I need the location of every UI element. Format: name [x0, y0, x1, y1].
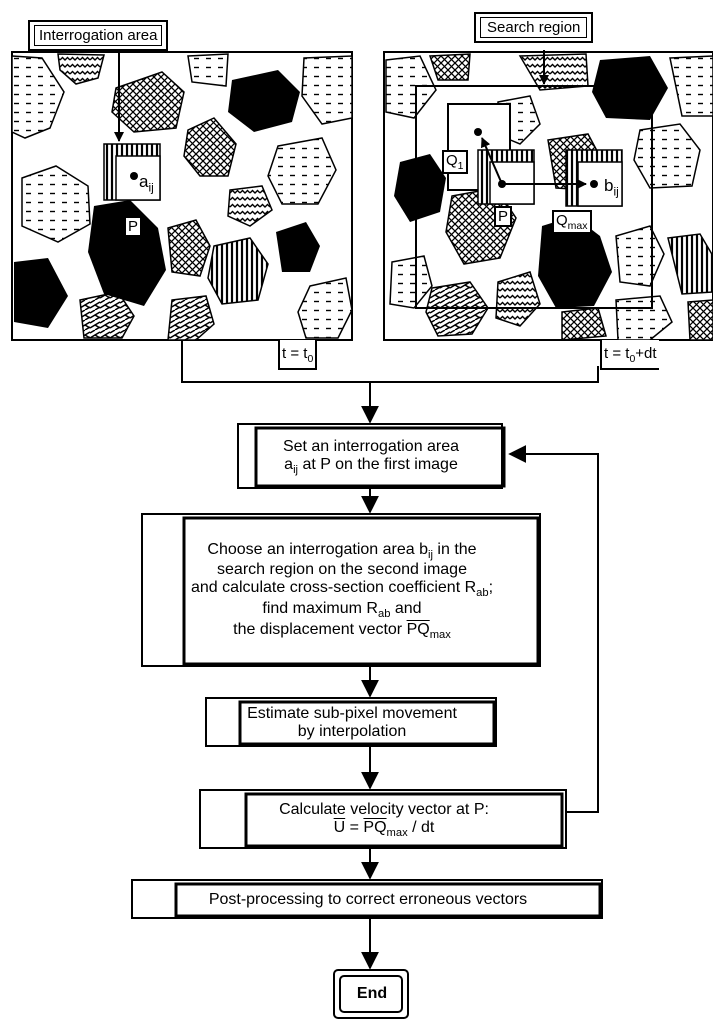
point-qmax-letter: Q [556, 212, 568, 229]
step-choose-interrogation-area: Choose an interrogation area bij in the … [144, 516, 540, 666]
step2-l1-pre: Choose an interrogation area b [207, 540, 428, 558]
displacement-arrow-q1 [481, 137, 503, 185]
step2-line2: search region on the second image [217, 561, 467, 579]
point-b-letter: b [604, 176, 614, 195]
point-b-sub: ij [613, 184, 619, 199]
step-set-interrogation-area: Set an interrogation area aij at P on th… [240, 426, 502, 488]
end-terminal: End [336, 972, 408, 1016]
flow-connectors [181, 340, 599, 970]
step4-u: U [333, 818, 346, 836]
point-qmax-sub: max [567, 220, 588, 232]
step2-line1: Choose an interrogation area bij in the [191, 541, 493, 562]
step2-l5-sub: max [429, 628, 451, 641]
step2-l3-pre: and calculate cross-section coefficient … [190, 579, 477, 597]
point-b-label: bij [604, 176, 619, 198]
point-p-label-left: P [124, 216, 143, 237]
step3-line1: Estimate sub-pixel movement [247, 705, 457, 723]
point-qmax-label: Qmax [552, 210, 592, 234]
point-a-letter: a [139, 172, 149, 191]
search-region-label: Search region [474, 12, 594, 43]
point-p-letter-left: P [128, 218, 139, 235]
step4-eq: = [345, 818, 364, 836]
step2-line3: and calculate cross-section coefficient … [191, 579, 493, 600]
step2-l5-vector: PQ [406, 620, 430, 638]
time-right-sub: 0 [629, 353, 636, 365]
point-a-dot [130, 172, 138, 180]
point-a-sub: ij [148, 180, 154, 195]
step4-vector: PQ [363, 818, 387, 836]
step4-sub: max [386, 826, 408, 839]
end-label: End [356, 985, 388, 1003]
second-image-panel [383, 50, 713, 341]
first-image-particles [11, 53, 353, 341]
time-label-left: t = t0 [278, 340, 318, 370]
step2-l1-sub: ij [428, 548, 433, 561]
step-post-processing: Post-processing to correct erroneous vec… [134, 882, 602, 918]
interrogation-area-text: Interrogation area [39, 27, 158, 44]
search-region-box [415, 85, 653, 309]
step2-l5-pre: the displacement vector [233, 620, 407, 638]
step2-l3-sub: ab [476, 587, 489, 600]
step2-l4-post: and [390, 599, 422, 617]
first-image-interrogation-window [103, 143, 161, 201]
step2-line4: find maximum Rab and [191, 600, 493, 621]
point-q1-letter: Q [446, 152, 458, 169]
point-q1-dot [474, 128, 482, 136]
step2-line5: the displacement vector PQmax [191, 621, 493, 642]
step2-l3-post: ; [488, 579, 494, 597]
interrogation-area-label: Interrogation area [28, 20, 169, 51]
step2-l4-pre: find maximum R [262, 599, 378, 617]
step2-l1-post: in the [432, 540, 477, 558]
time-right-suffix: +dt [635, 345, 657, 362]
step2-l4-sub: ab [377, 608, 391, 621]
point-p-label-right: P [494, 206, 513, 227]
time-right-text: t = t [604, 345, 630, 362]
search-region-text: Search region [487, 19, 581, 36]
step1-rest: at P on the first image [298, 455, 458, 473]
step-calculate-velocity: Calculate velocity vector at P: U = PQma… [202, 792, 566, 848]
step4-line2: U = PQmax / dt [279, 819, 489, 840]
step3-line2: by interpolation [297, 723, 407, 740]
point-q1-sub: 1 [457, 160, 464, 172]
step5-line1: Post-processing to correct erroneous vec… [208, 891, 528, 909]
time-left-sub: 0 [307, 353, 314, 365]
point-p-letter-right: P [498, 208, 509, 225]
step4-post: / dt [407, 818, 435, 836]
step-estimate-subpixel: Estimate sub-pixel movement by interpola… [208, 700, 496, 746]
step1-line2: aij at P on the first image [283, 456, 459, 477]
time-label-right: t = t0+dt [600, 340, 659, 370]
step1-line1: Set an interrogation area [282, 437, 460, 455]
point-b-dot [590, 180, 598, 188]
point-q1-label: Q1 [442, 150, 468, 174]
first-image-panel [11, 48, 353, 341]
step1-a: a [284, 455, 294, 473]
step4-line1: Calculate velocity vector at P: [279, 800, 489, 818]
time-left-text: t = t [282, 345, 308, 362]
point-a-label: aij [139, 172, 154, 194]
process-box-frames [131, 423, 603, 1019]
step1-a-sub: ij [293, 463, 299, 476]
